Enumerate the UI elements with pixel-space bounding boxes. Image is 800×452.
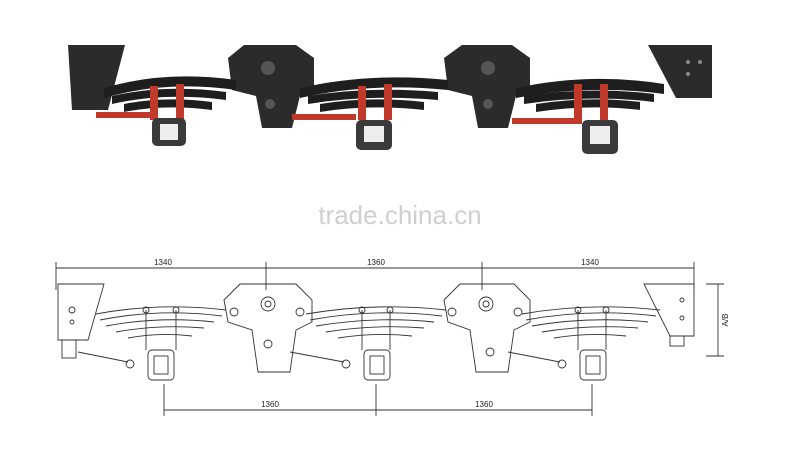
drawing-rear-hanger [643, 283, 695, 347]
watermark-text: trade.china.cn [318, 200, 481, 230]
drawing-spring-3 [507, 306, 661, 381]
bottom-dimension-1: 1360 [261, 400, 279, 409]
equalizer-hanger-1 [228, 45, 314, 128]
top-dimension-1: 1340 [154, 258, 172, 267]
top-dimension-2: 1360 [367, 258, 385, 267]
bottom-dimension-2: 1360 [475, 400, 493, 409]
torque-rod-3 [512, 118, 582, 124]
drawing-equalizer-1 [223, 283, 313, 373]
suspension-photo [68, 45, 712, 154]
leaf-spring-2 [300, 77, 448, 150]
drawing-spring-2 [289, 306, 447, 381]
torque-rod-1 [96, 112, 156, 118]
technical-drawing [55, 262, 724, 416]
equalizer-hanger-2 [444, 45, 530, 128]
torque-rod-2 [292, 114, 356, 120]
leaf-spring-1 [104, 76, 236, 146]
top-dimension-3: 1340 [581, 258, 599, 267]
drawing-spring-1 [77, 306, 227, 381]
side-dimension-label: A/B [721, 314, 730, 327]
leaf-spring-3 [516, 78, 664, 154]
drawing-equalizer-2 [443, 283, 531, 373]
rear-hanger-right [648, 45, 712, 98]
drawing-front-hanger [57, 283, 105, 359]
